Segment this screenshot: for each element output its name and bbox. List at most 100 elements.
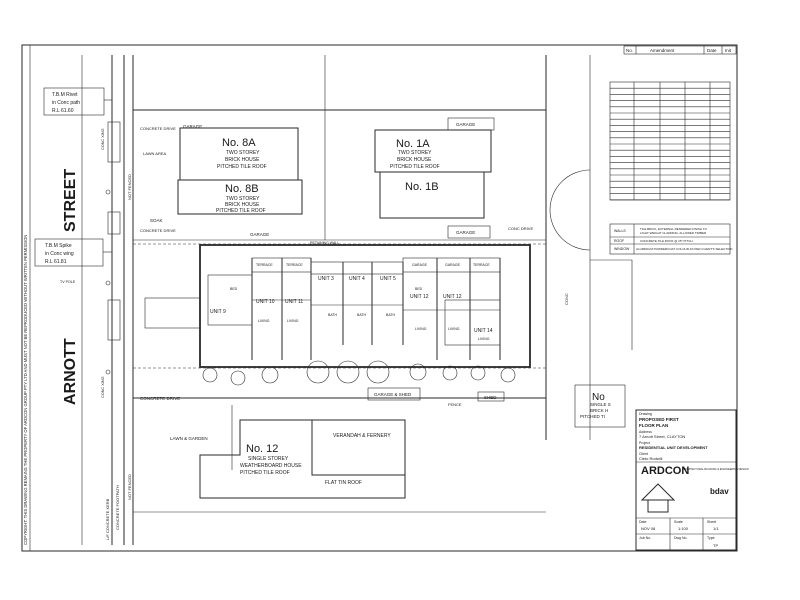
unit-13-label: UNIT 12 (443, 294, 462, 300)
tb-client-label: Client (639, 452, 648, 456)
svg-text:WEATHERBOARD HOUSE: WEATHERBOARD HOUSE (240, 463, 302, 469)
neighbour-1b-no: No. 1B (405, 181, 439, 193)
svg-text:LIGHT WEIGHT CLADDING, ALLOWED: LIGHT WEIGHT CLADDING, ALLOWED TIMBER (640, 231, 707, 235)
svg-text:TWO STOREY: TWO STOREY (398, 150, 432, 156)
street-name-bottom: ARNOTT (62, 338, 79, 405)
shed-label: SHED (484, 395, 497, 400)
svg-text:SINGLE S: SINGLE S (590, 402, 611, 407)
svg-text:BRICK HOUSE: BRICK HOUSE (225, 202, 260, 208)
unit-14-label: UNIT 14 (474, 328, 493, 334)
neighbour-1a: No. 1A TWO STOREY BRICK HOUSE PITCHED TI… (374, 129, 492, 173)
bath-label-3: BATH (386, 313, 396, 317)
living-label-5: LIVING (478, 337, 490, 341)
neighbour-8a-no: No. 8A (222, 137, 256, 149)
fence-label: FENCE (448, 402, 462, 407)
garage-1a: GARAGE (456, 122, 475, 127)
tv-pole-label: TV POLE (60, 280, 76, 284)
tb-drawing-line2: FLOOR PLAN (639, 423, 668, 428)
neighbour-12-no: No. 12 (246, 443, 278, 455)
garage-shed-label: GARAGE & SHED (374, 392, 412, 397)
neighbour-right-partial: No SINGLE S BRICK H PITCHED TI (574, 384, 626, 428)
svg-text:TWO STOREY: TWO STOREY (226, 150, 260, 156)
tree-row (202, 360, 516, 386)
not-fenced-top: NOT FENCED (127, 174, 132, 200)
svg-text:in Conc path: in Conc path (52, 100, 80, 106)
living-label-1: LIVING (258, 319, 270, 323)
tb-project-label: Project (639, 441, 650, 445)
kerb-label: L/F CONCRETE KERB (105, 498, 110, 540)
rev-no-header: No. (626, 48, 633, 53)
house-logo-icon (640, 483, 676, 513)
tb-date: NOV 08 (641, 526, 656, 531)
unit-9-label: UNIT 9 (210, 309, 226, 315)
neighbour-8b: No. 8B TWO STOREY BRICK HOUSE PITCHED TI… (177, 179, 303, 215)
neighbour-1a-no: No. 1A (396, 138, 430, 150)
svg-text:in Conc wing: in Conc wing (45, 251, 74, 257)
lawn-garden-label: LAWN & GARDEN (170, 436, 208, 441)
concrete-drive-bottom: CONCRETE DRIVE (140, 396, 180, 401)
tb-sheet: 1/1 (713, 526, 719, 531)
terrace-label-1: TERRACE (256, 263, 273, 267)
svg-text:BRICK H: BRICK H (590, 408, 608, 413)
neighbour-12: No. 12 SINGLE STOREY WEATHERBOARD HOUSE … (199, 419, 406, 499)
tb-scale-label: Scale (674, 520, 683, 524)
unit-3-label: UNIT 3 (318, 276, 334, 282)
tbm-rivet-box: T.B.M Rivet in Conc path R.L 61.60 (43, 87, 112, 116)
tb-dwg-label: Dwg No. (674, 536, 687, 540)
svg-text:SINGLE STOREY: SINGLE STOREY (248, 456, 289, 462)
svg-text:PITCHED TILE ROOF: PITCHED TILE ROOF (217, 164, 267, 170)
lawn-area: LAWN AREA (143, 151, 167, 156)
conc-label-right: CONC (564, 293, 569, 305)
svg-text:TILE BRICK, EXTERNAL RENDERED: TILE BRICK, EXTERNAL RENDERED FINISH TO (640, 227, 708, 231)
window-label: WINDOW (614, 247, 630, 251)
garage-label-unit2: GARAGE (445, 263, 461, 267)
svg-text:BRICK HOUSE: BRICK HOUSE (225, 157, 260, 163)
svg-text:T.B.M Rivet: T.B.M Rivet (52, 92, 78, 98)
garage-1b: GARAGE (456, 230, 475, 235)
bed-label-1: BED (230, 287, 238, 291)
roof-label: ROOF (614, 239, 624, 243)
unit-10-label: UNIT 10 (256, 299, 275, 305)
terrace-label-2: TERRACE (286, 263, 303, 267)
svg-text:ALUMINIUM POWDERCOAT COLOUR AS: ALUMINIUM POWDERCOAT COLOUR AS PER CLIEN… (636, 247, 732, 251)
bdav-logo: bdav (710, 487, 729, 496)
rev-init-header: Init (725, 48, 732, 53)
neighbour-8b-no: No. 8B (225, 183, 259, 195)
svg-text:BRICK HOUSE: BRICK HOUSE (397, 157, 432, 163)
revision-block: No. Amendment Date Init (623, 45, 737, 55)
conc-xing-top: CONC XING (101, 128, 105, 150)
finishes-schedule: WALLS ROOF WINDOW TILE BRICK, EXTERNAL R… (609, 223, 732, 255)
tb-type: TP (713, 543, 718, 548)
title-block: Drawing PROPOSED FIRST FLOOR PLAN Addres… (635, 409, 749, 551)
svg-text:PITCHED TILE ROOF: PITCHED TILE ROOF (216, 208, 266, 214)
tbm-spike-box: T.B.M Spike in Conc wing R.L 61.81 (34, 238, 112, 267)
garage-label-unit: GARAGE (412, 263, 428, 267)
rev-date-header: Date (707, 48, 717, 53)
soak-label: SOAK (150, 218, 163, 223)
garage-8b: GARAGE (250, 232, 269, 237)
conc-drive-1b: CONC DRIVE (508, 226, 533, 231)
sheet-border (21, 44, 738, 552)
neighbour-1b: No. 1B (379, 171, 485, 219)
copyright-margin-text: COPYRIGHT: THIS DRAWING REMAINS THE PROP… (23, 235, 28, 545)
tb-scale: 1:100 (678, 526, 689, 531)
tb-project: RESIDENTIAL UNIT DEVELOPMENT (639, 445, 708, 450)
tb-drawing-label: Drawing (639, 412, 652, 416)
area-schedule-table (609, 81, 731, 201)
ardcon-logo: ARDCON (641, 465, 689, 477)
not-fenced-bottom: NOT FENCED (127, 474, 132, 500)
tb-address-label: Address (639, 430, 652, 434)
bath-label-2: BATH (357, 313, 367, 317)
bath-label-1: BATH (328, 313, 338, 317)
flat-tin-roof-label: FLAT TIN ROOF (325, 480, 362, 486)
living-label-4: LIVING (448, 327, 460, 331)
svg-text:T.B.M Spike: T.B.M Spike (45, 243, 72, 249)
tb-drawing-line1: PROPOSED FIRST (639, 417, 679, 422)
concrete-drive-8a: CONCRETE DRIVE (140, 126, 176, 131)
svg-text:TWO STOREY: TWO STOREY (226, 196, 260, 202)
svg-text:PITCHED TILE ROOF: PITCHED TILE ROOF (240, 470, 290, 476)
tb-type-label: Type (707, 536, 715, 540)
svg-text:PITCHED TILE ROOF: PITCHED TILE ROOF (390, 164, 440, 170)
tb-sheet-label: Sheet (707, 520, 716, 524)
